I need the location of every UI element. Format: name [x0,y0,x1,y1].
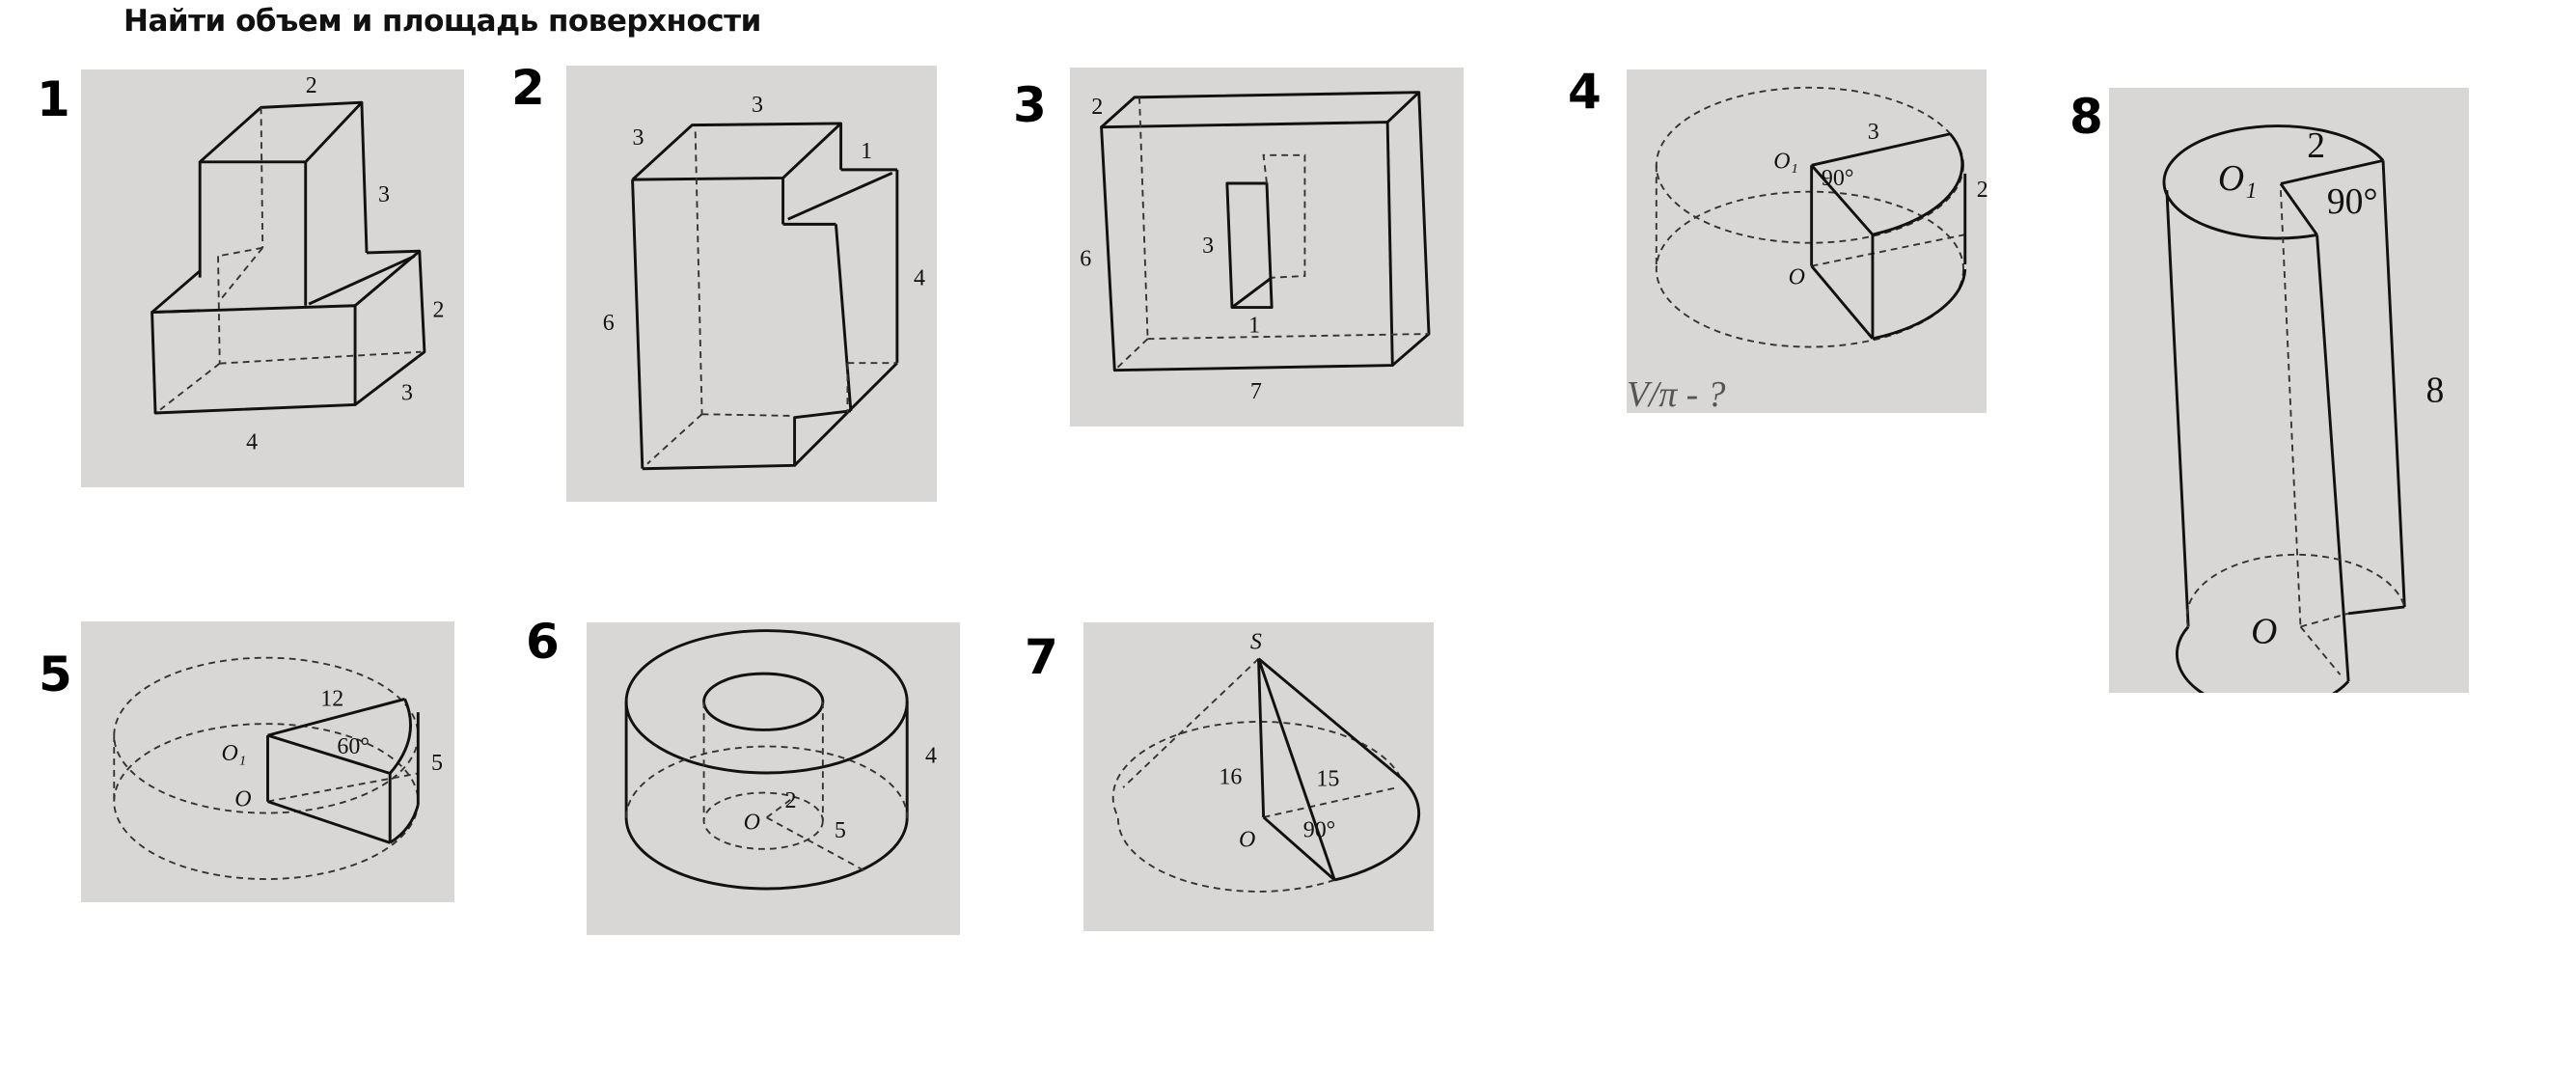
dim-label: 3 [1868,120,1879,145]
point-label-o1: O₁ [222,741,247,766]
point-label-o: O [744,810,760,835]
dim-label: 2 [1977,178,1988,203]
point-label-o1: O₁ [1773,150,1798,175]
dim-label: 4 [925,744,937,769]
figure-5-cylinder-sector: 12 O₁ 60° 5 O [81,621,454,902]
dim-label: 3 [1202,234,1214,259]
dim-label: 16 [1219,765,1242,790]
dim-label: 4 [914,266,925,291]
angle-label: 90° [1822,166,1854,191]
figure-2-notched-prism: 3 3 1 4 6 [566,66,937,502]
figure-1-drawing: 2 3 2 3 4 [151,73,444,455]
angle-label: 60° [337,734,370,759]
figure-2-drawing: 3 3 1 4 6 [603,93,925,471]
figure-4-cylinder-sector: 3 O₁ 90° 2 O V/π - ? [1627,69,1988,415]
angle-label: 90° [1303,817,1336,842]
point-label-o1: O₁ [2218,158,2257,199]
figure-7-drawing: S 16 15 O 90° [1111,629,1421,893]
point-label-o: O [1789,264,1805,289]
figure-3-drawing: 2 6 3 1 7 [1080,91,1431,404]
dim-label: 8 [2426,370,2445,410]
dim-label: 2 [1091,95,1103,120]
figure-number-2: 2 [511,60,545,116]
point-label-o: O [234,787,251,812]
dim-label: 5 [431,751,443,776]
angle-label: 90° [2327,181,2378,222]
dim-label: 6 [1080,247,1091,272]
figure-number-4: 4 [1568,64,1602,120]
dim-label: 12 [320,686,343,711]
dim-label: 2 [432,298,444,323]
point-label-o: O [1239,828,1255,853]
dim-label: 5 [835,818,846,843]
figure-7-cone-section: S 16 15 O 90° [1083,622,1434,931]
dim-label: 2 [784,788,796,813]
question-label: V/π - ? [1627,374,1726,415]
figure-6-hollow-cylinder: 4 O 2 5 [587,622,960,935]
figure-5-drawing: 12 O₁ 60° 5 O [113,656,443,880]
point-label-o: O [2251,612,2277,652]
point-label-s: S [1250,629,1262,654]
figure-number-1: 1 [37,71,70,127]
dim-label: 3 [633,125,644,151]
dim-label: 15 [1316,766,1339,791]
figure-8-drawing: O₁ 2 90° 8 O [2162,124,2445,693]
figure-1-stepped-prism: 2 3 2 3 4 [81,69,464,487]
figure-6-drawing: 4 O 2 5 [624,629,937,891]
figure-number-7: 7 [1025,629,1058,685]
dim-label: 1 [861,139,872,164]
figure-3-prism-with-hole: 2 6 3 1 7 [1070,68,1464,426]
dim-label: 1 [1248,313,1260,338]
figure-number-8: 8 [2069,89,2103,145]
dim-label: 3 [401,380,413,405]
dim-label: 2 [2307,125,2325,166]
dim-label: 2 [306,73,317,98]
figure-4-drawing: 3 O₁ 90° 2 O V/π - ? [1627,86,1988,415]
figure-number-5: 5 [39,647,72,702]
figure-number-6: 6 [526,614,560,670]
dim-label: 4 [246,430,258,455]
dim-label: 7 [1250,379,1262,404]
task-title: Найти объем и площадь поверхности [123,4,761,39]
figure-8-cylinder-cut: O₁ 2 90° 8 O [2109,88,2469,693]
dim-label: 3 [752,93,763,118]
figure-number-3: 3 [1013,77,1047,133]
dim-label: 6 [603,311,615,336]
dim-label: 3 [378,182,390,207]
